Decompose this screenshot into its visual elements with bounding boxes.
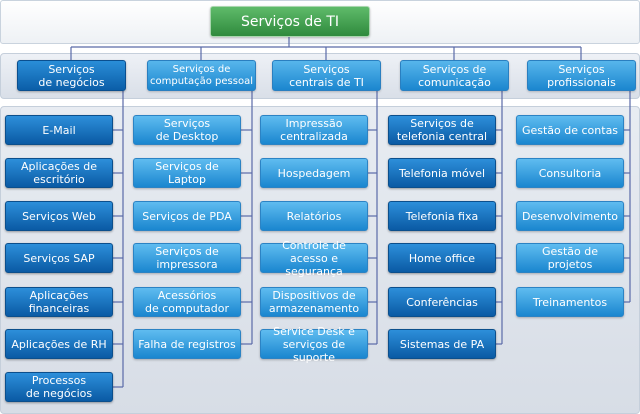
service-item-c1-r1[interactable]: Serviços de Laptop (133, 158, 241, 188)
service-item-c1-r4[interactable]: Acessórios de computador (133, 287, 241, 317)
service-item-c4-r0[interactable]: Gestão de contas (516, 115, 624, 145)
service-item-c2-r0[interactable]: Impressão centralizada (260, 115, 368, 145)
service-item-c2-r5[interactable]: Service Desk e serviços de suporte (260, 325, 368, 364)
service-item-c3-r3[interactable]: Home office (388, 243, 496, 273)
service-item-c1-r0[interactable]: Serviços de Desktop (133, 115, 241, 145)
service-item-c1-r2[interactable]: Serviços de PDA (133, 201, 241, 231)
category-communication[interactable]: Serviços de comunicação (400, 60, 509, 91)
category-central-it[interactable]: Serviços centrais de TI (272, 60, 381, 91)
service-item-c0-r0[interactable]: E-Mail (5, 115, 113, 145)
service-item-c0-r5[interactable]: Aplicações de RH (5, 329, 113, 359)
service-item-c2-r2[interactable]: Relatórios (260, 201, 368, 231)
service-item-c2-r4[interactable]: Dispositivos de armazenamento (260, 287, 368, 317)
service-item-c0-r2[interactable]: Serviços Web (5, 201, 113, 231)
service-item-c3-r1[interactable]: Telefonia móvel (388, 158, 496, 188)
service-item-c4-r4[interactable]: Treinamentos (516, 287, 624, 317)
root-node[interactable]: Serviços de TI (210, 6, 370, 37)
service-item-c3-r2[interactable]: Telefonia fixa (388, 201, 496, 231)
service-item-c0-r6[interactable]: Processos de negócios (5, 372, 113, 402)
service-item-c4-r1[interactable]: Consultoria (516, 158, 624, 188)
service-item-c0-r1[interactable]: Aplicações de escritório (5, 158, 113, 188)
service-item-c0-r3[interactable]: Serviços SAP (5, 243, 113, 273)
service-item-c1-r3[interactable]: Serviços de impressora (133, 243, 241, 273)
service-item-c1-r5[interactable]: Falha de registros (133, 329, 241, 359)
service-item-c2-r3[interactable]: Controle de acesso e segurança (260, 239, 368, 278)
service-item-c4-r2[interactable]: Desenvolvimento (516, 201, 624, 231)
service-item-c3-r0[interactable]: Serviços de telefonia central (388, 115, 496, 145)
service-item-c4-r3[interactable]: Gestão de projetos (516, 243, 624, 273)
service-item-c2-r1[interactable]: Hospedagem (260, 158, 368, 188)
service-item-c0-r4[interactable]: Aplicações financeiras (5, 287, 113, 317)
category-personal-computing[interactable]: Serviços de computação pessoal (147, 60, 256, 91)
service-item-c3-r4[interactable]: Conferências (388, 287, 496, 317)
service-item-c3-r5[interactable]: Sistemas de PA (388, 329, 496, 359)
category-professional[interactable]: Serviços profissionais (527, 60, 636, 91)
category-business[interactable]: Serviços de negócios (17, 60, 126, 91)
